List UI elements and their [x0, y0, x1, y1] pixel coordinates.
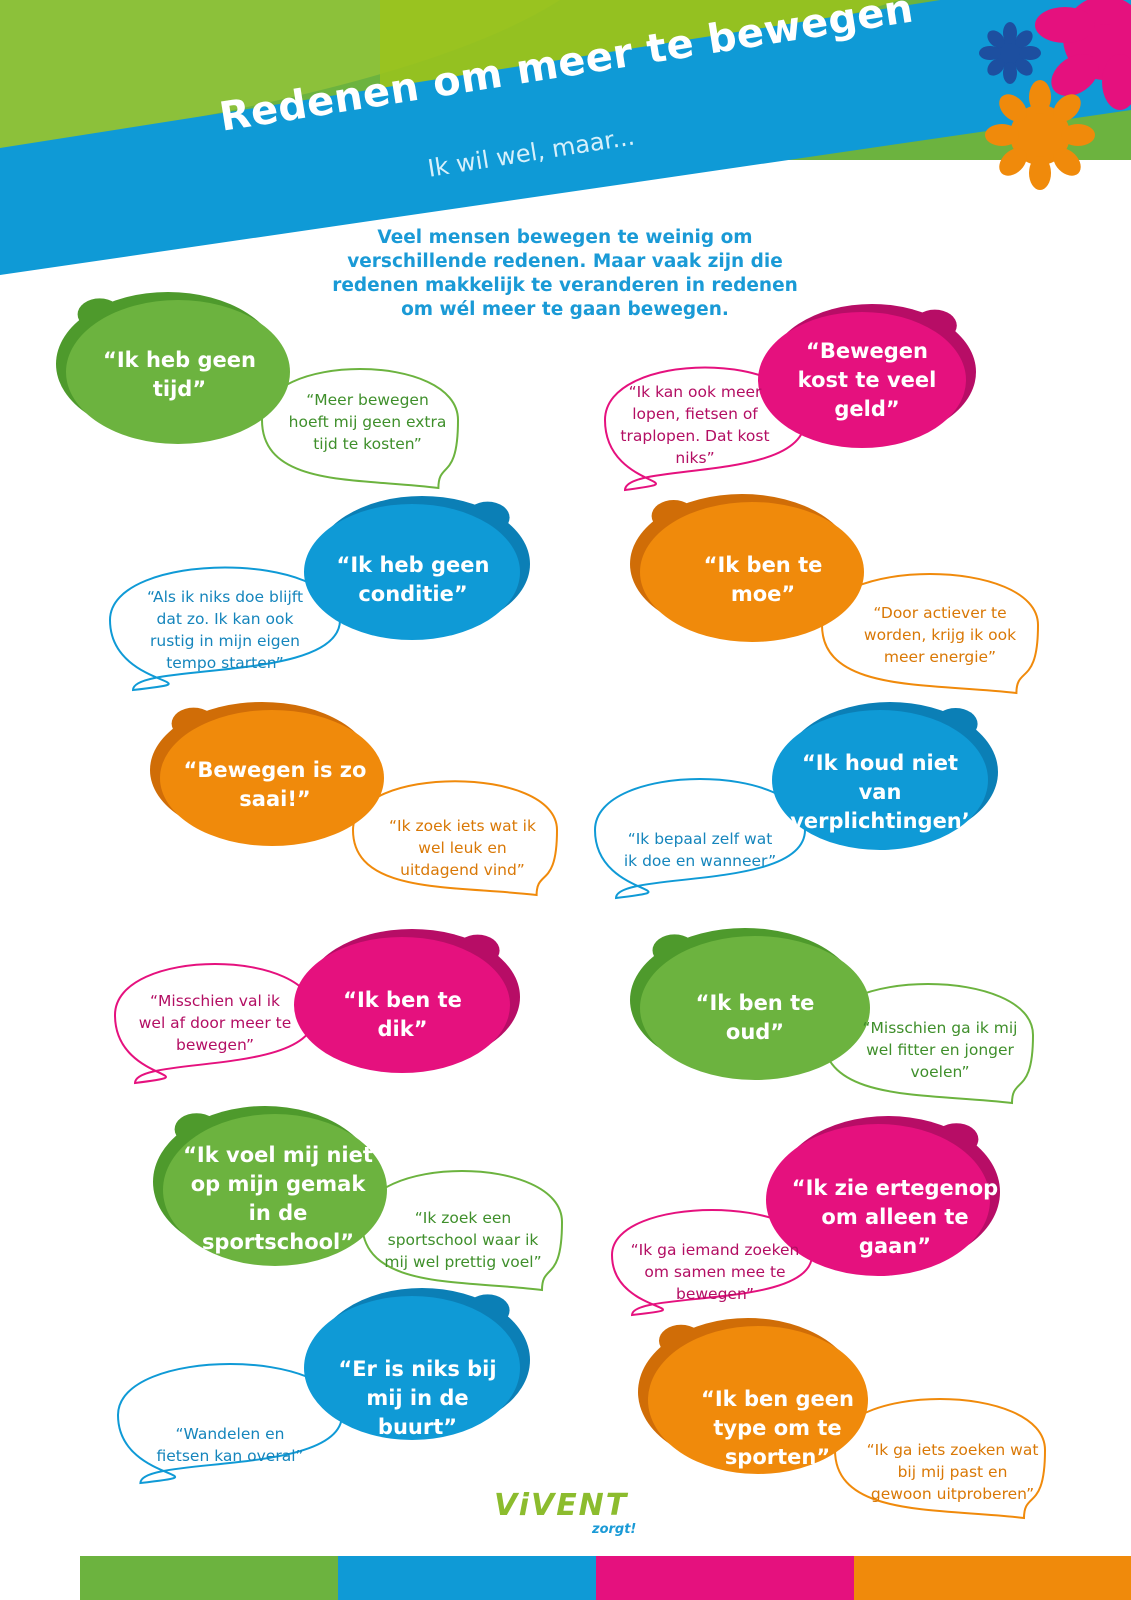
answer-bubble	[833, 1398, 1047, 1520]
footer-strip-magenta	[596, 1556, 854, 1600]
header-blue-banner	[0, 0, 1131, 275]
objection-nothing-nearby: “Er is niks bij mij in de buurt”	[338, 1356, 497, 1439]
objection-gym-uncomfortable: “Ik voel mij niet op mijn gemak in de sp…	[183, 1142, 373, 1254]
answer-boring: “Ik zoek iets wat ik wel leuk en uitdage…	[389, 817, 536, 879]
answer-not-sporty: “Ik ga iets zoeken wat bij mij past en g…	[866, 1441, 1039, 1503]
answer-bubble	[593, 778, 807, 900]
objection-blob	[648, 1326, 868, 1474]
objection-too-fat: “Ik ben te dik”	[343, 988, 462, 1041]
footer-strip-blue	[338, 1556, 596, 1600]
objection-blob	[160, 710, 384, 846]
objection-blob	[766, 1124, 990, 1276]
answer-gym-uncomfortable: “Ik zoek een sportschool waar ik mij wel…	[384, 1209, 542, 1271]
objection-blob	[304, 504, 520, 640]
flower-orange-icon	[985, 80, 1095, 190]
objection-blob	[758, 312, 966, 448]
objection-not-sporty: “Ik ben geen type om te sporten”	[701, 1386, 854, 1469]
objection-alone: “Ik zie ertegenop om alleen te gaan”	[791, 1176, 999, 1258]
answer-too-tired: “Door actiever te worden, krijg ik ook m…	[863, 604, 1017, 666]
answer-bubble	[116, 1363, 344, 1485]
objection-no-obligations: “Ik houd niet van verplichtingen’	[790, 751, 970, 833]
objection-blob	[640, 502, 864, 642]
answer-bubble	[610, 1209, 814, 1317]
objection-no-time: “Ik heb geen tijd”	[103, 348, 256, 401]
objection-blob	[772, 710, 988, 850]
objection-too-old: “Ik ben te oud”	[695, 991, 815, 1044]
answer-bubble	[108, 566, 342, 692]
objection-boring: “Bewegen is zo saai!”	[183, 758, 367, 811]
objection-blob	[304, 1296, 520, 1440]
objection-blob	[163, 1114, 387, 1266]
objection-blob	[294, 937, 510, 1073]
objection-too-expensive: “Bewegen kost te veel geld”	[797, 338, 937, 421]
flower-navy-icon	[979, 22, 1041, 84]
objection-blob	[640, 936, 870, 1080]
answer-bubble	[603, 366, 807, 492]
answer-no-fitness: “Als ik niks doe blijft dat zo. Ik kan o…	[146, 588, 304, 672]
answer-too-old: “Misschien ga ik mij wel fitter en jonge…	[862, 1019, 1018, 1081]
intro-text: Veel mensen bewegen te weinig om verschi…	[332, 227, 798, 320]
answer-alone: “Ik ga iemand zoeken om samen mee te bew…	[630, 1241, 800, 1303]
answer-bubble	[820, 573, 1040, 695]
answer-too-expensive: “Ik kan ook meer lopen, fietsen of trapl…	[620, 383, 770, 467]
answer-too-fat: “Misschien val ik wel af door meer te be…	[138, 991, 292, 1054]
objection-too-tired: “Ik ben te moe”	[703, 553, 823, 606]
answer-bubble	[360, 1170, 564, 1292]
answer-bubble	[260, 368, 460, 490]
answer-bubble	[351, 780, 559, 897]
objection-blob	[66, 300, 290, 444]
answer-bubble	[113, 963, 317, 1085]
vivent-logo: ViVENT zorgt!	[494, 1488, 644, 1538]
answer-no-time: “Meer bewegen hoeft mij geen extra tijd …	[288, 391, 447, 453]
footer-strip-orange	[854, 1556, 1131, 1600]
objection-no-fitness: “Ik heb geen conditie”	[336, 553, 490, 606]
logo-tagline: zorgt!	[592, 1522, 637, 1537]
logo-wordmark: ViVENT	[494, 1488, 629, 1523]
answer-bubble	[821, 983, 1035, 1105]
answer-nothing-nearby: “Wandelen en fietsen kan overal”	[156, 1425, 304, 1465]
answer-no-obligations: “Ik bepaal zelf wat ik doe en wanneer”	[623, 830, 777, 870]
flower-magenta-icon	[1035, 0, 1131, 110]
